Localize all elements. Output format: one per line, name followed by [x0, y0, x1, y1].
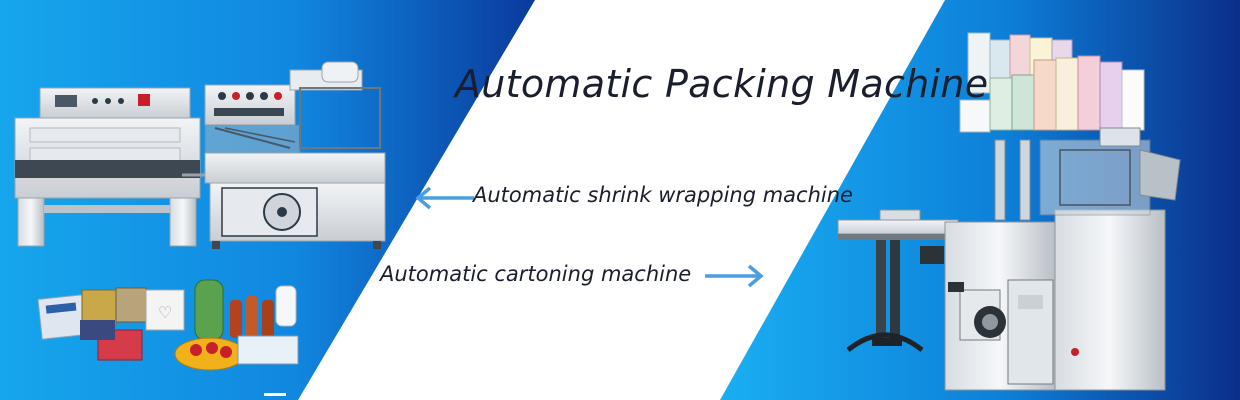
carton-boxes-illustration	[959, 32, 1145, 133]
wrapped-products-illustration: ♡	[37, 279, 299, 396]
banner-title: Automatic Packing Machine	[455, 62, 989, 106]
arrow-right-icon	[705, 264, 764, 288]
cartoning-label: Automatic cartoning machine	[380, 262, 692, 286]
arrow-left-icon	[415, 186, 474, 210]
shrink-wrapping-label: Automatic shrink wrapping machine	[473, 183, 853, 207]
shrink-tunnel-illustration	[14, 87, 201, 247]
svg-text:♡: ♡	[158, 305, 172, 322]
l-sealer-illustration	[182, 61, 386, 249]
cartoning-machine-illustration	[837, 127, 1181, 391]
